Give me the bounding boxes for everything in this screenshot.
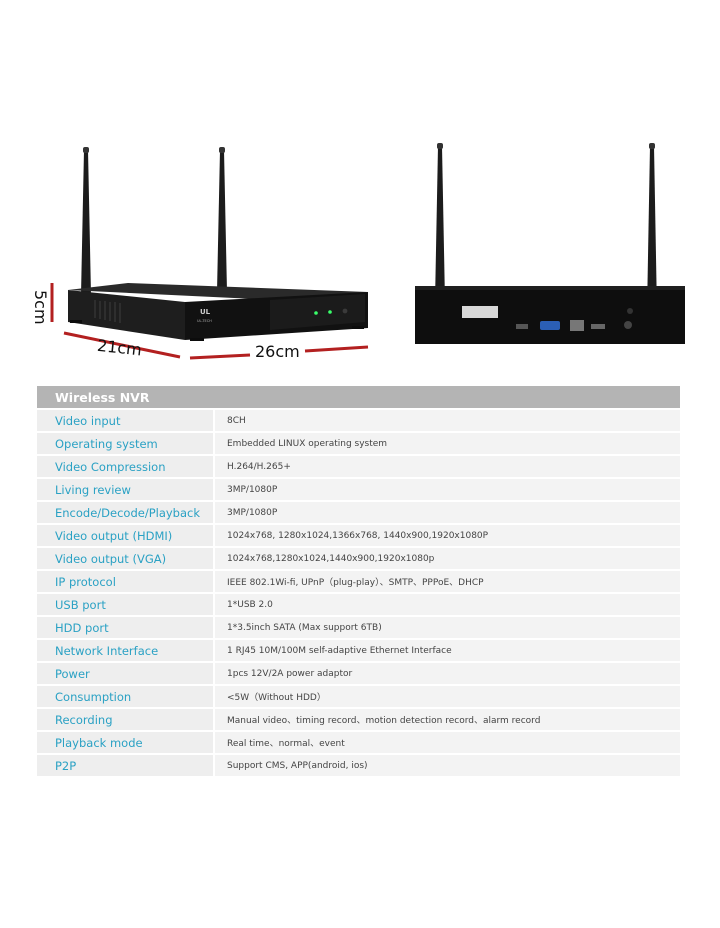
status-led-icon — [314, 311, 318, 315]
spec-row: Consumption<5W（Without HDD） — [37, 686, 680, 707]
spec-value: H.264/H.265+ — [215, 456, 680, 477]
spec-label: Video output (HDMI) — [37, 525, 215, 546]
spec-value: 1pcs 12V/2A power adaptor — [215, 663, 680, 684]
spec-label: Consumption — [37, 686, 215, 707]
power-port-icon — [624, 321, 632, 329]
spec-value: 1 RJ45 10M/100M self-adaptive Ethernet I… — [215, 640, 680, 661]
spec-label: P2P — [37, 755, 215, 776]
spec-label: Video Compression — [37, 456, 215, 477]
spec-value: Embedded LINUX operating system — [215, 433, 680, 454]
dimension-depth: 21cm — [96, 336, 142, 360]
device-model: UL-TECH — [197, 319, 212, 323]
power-button-icon — [342, 308, 348, 314]
hdmi-port-icon — [516, 324, 528, 329]
device-logo: UL — [200, 308, 211, 316]
nvr-rear-view — [415, 143, 685, 344]
spec-value: 1024x768,1280x1024,1440x900,1920x1080p — [215, 548, 680, 569]
spec-value: Manual video、timing record、motion detect… — [215, 709, 680, 730]
spec-value: 8CH — [215, 410, 680, 431]
spec-value: Real time、normal、event — [215, 732, 680, 753]
vga-port-icon — [540, 321, 560, 330]
nvr-front-view: UL UL-TECH 5cm 21cm 26cm — [31, 147, 369, 361]
spec-label: Video input — [37, 410, 215, 431]
spec-table-title: Wireless NVR — [37, 386, 680, 408]
spec-value: IEEE 802.1Wi-fi, UPnP（plug-play）、SMTP、PP… — [215, 571, 680, 592]
spec-value: 3MP/1080P — [215, 479, 680, 500]
spec-label: Operating system — [37, 433, 215, 454]
ethernet-port-icon — [570, 320, 584, 331]
spec-label: IP protocol — [37, 571, 215, 592]
spec-value: 1*3.5inch SATA (Max support 6TB) — [215, 617, 680, 638]
spec-value: Support CMS, APP(android, ios) — [215, 755, 680, 776]
status-led-icon — [328, 310, 332, 314]
spec-row: Video output (HDMI)1024x768, 1280x1024,1… — [37, 525, 680, 546]
spec-label: Recording — [37, 709, 215, 730]
spec-label: Encode/Decode/Playback — [37, 502, 215, 523]
spec-label: Playback mode — [37, 732, 215, 753]
spec-value: <5W（Without HDD） — [215, 686, 680, 707]
spec-label: Network Interface — [37, 640, 215, 661]
spec-value: 3MP/1080P — [215, 502, 680, 523]
spec-table-header: Wireless NVR — [37, 386, 680, 408]
product-photos: UL UL-TECH 5cm 21cm 26cm — [31, 143, 685, 361]
spec-row: Video output (VGA)1024x768,1280x1024,144… — [37, 548, 680, 569]
spec-value: 1024x768, 1280x1024,1366x768, 1440x900,1… — [215, 525, 680, 546]
spec-label: Video output (VGA) — [37, 548, 215, 569]
spec-value: 1*USB 2.0 — [215, 594, 680, 615]
dimension-width: 26cm — [255, 342, 300, 361]
usb-port-icon — [591, 324, 605, 329]
spec-label: HDD port — [37, 617, 215, 638]
spec-label: USB port — [37, 594, 215, 615]
spec-label: Living review — [37, 479, 215, 500]
spec-label: Power — [37, 663, 215, 684]
dimension-height: 5cm — [31, 290, 50, 325]
